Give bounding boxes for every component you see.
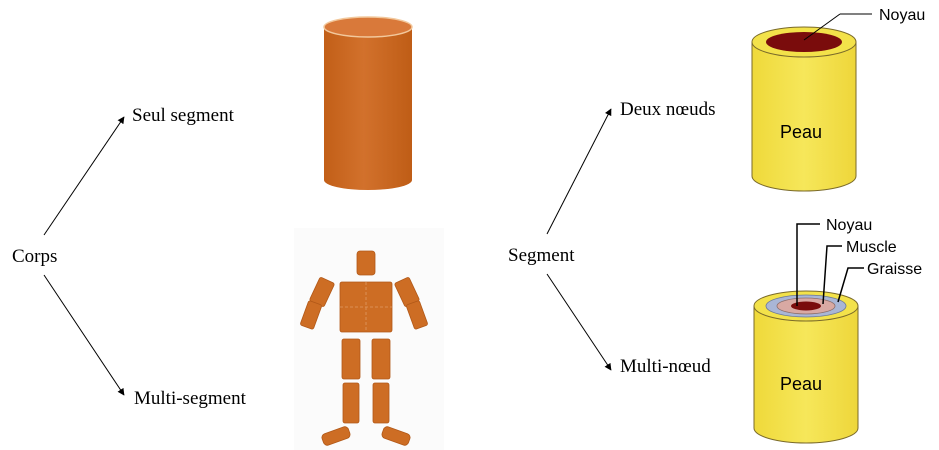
- two-node-cylinder-figure: [751, 26, 857, 192]
- multi-node-label: Multi-nœud: [620, 356, 711, 377]
- fat-label: Graisse: [867, 261, 922, 278]
- multi-segment-label: Multi-segment: [134, 388, 247, 409]
- core-leader-line-top: [803, 13, 841, 41]
- single-cylinder-figure: [323, 16, 413, 190]
- segment-label: Segment: [508, 245, 575, 266]
- single-segment-label: Seul segment: [132, 105, 235, 126]
- core-leader-line-bottom: [796, 223, 820, 306]
- core-label-top: Noyau: [879, 7, 925, 24]
- corps-label: Corps: [12, 246, 57, 267]
- muscle-label: Muscle: [846, 239, 897, 256]
- arrow-to-multi-node: [546, 273, 612, 371]
- muscle-leader-line: [822, 245, 842, 305]
- core-label-bottom: Noyau: [826, 217, 872, 234]
- arrow-to-multi-segment: [43, 274, 125, 396]
- two-nodes-label: Deux nœuds: [620, 99, 716, 120]
- multi-segment-humanoid-figure: [294, 228, 444, 450]
- arrow-to-single-segment: [43, 116, 125, 236]
- skin-label-top: Peau: [780, 122, 822, 142]
- multi-node-cylinder-figure: [753, 290, 859, 444]
- fat-leader-line: [837, 267, 864, 303]
- arrow-to-two-nodes: [546, 108, 612, 235]
- skin-label-bottom: Peau: [780, 374, 822, 394]
